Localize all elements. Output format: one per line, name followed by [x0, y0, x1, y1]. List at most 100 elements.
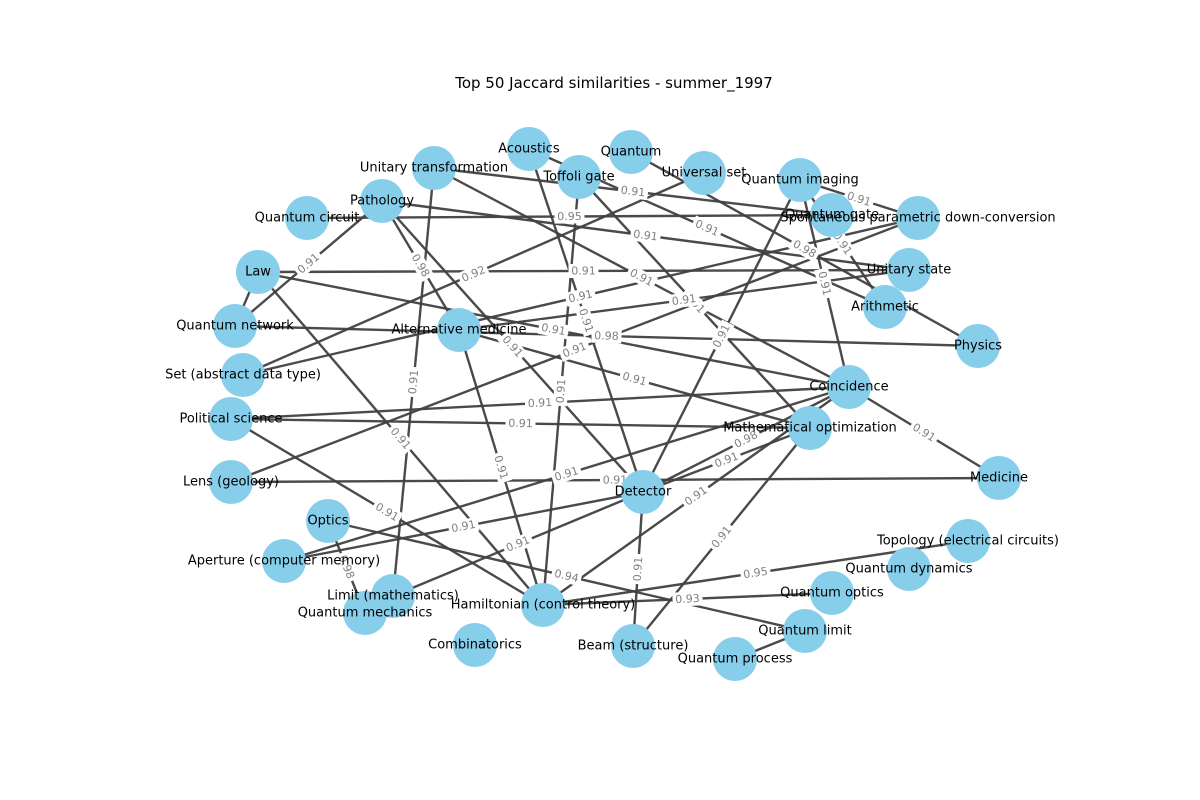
node-label-lens-geology: Lens (geology) — [183, 475, 279, 490]
edge-weight-bg — [554, 209, 585, 224]
edge-weight-label: 0.91 — [505, 416, 536, 431]
edge-weight-text: 0.91 — [815, 270, 833, 297]
edge-weight-label: 0.91 — [501, 531, 535, 557]
edge-weight-bg — [550, 565, 583, 587]
edge-weight-text: 0.95 — [557, 210, 582, 223]
edge-weight-label: 0.91 — [814, 267, 835, 300]
edge-weight-text: 0.91 — [671, 292, 697, 308]
edge-weight-label: 0.91 — [629, 226, 662, 245]
edge-weight-label: 0.91 — [524, 395, 556, 411]
chart-title: Top 50 Jaccard similarities - summer_199… — [454, 74, 773, 93]
node-quantum — [609, 130, 653, 174]
edge-weight-text: 0.91 — [508, 417, 533, 430]
node-topology-ec — [946, 519, 990, 563]
edge-weight-bg — [907, 418, 941, 447]
edge-weight-bg — [629, 226, 662, 245]
edge-weight-label: 0.91 — [599, 472, 631, 488]
node-alternative-medicine — [437, 308, 481, 352]
edge-weight-label: 0.91 — [624, 264, 659, 291]
edge-weight-text: 0.91 — [633, 227, 659, 243]
node-beam-structure — [611, 624, 655, 668]
edge-weight-bg — [706, 520, 737, 554]
edge-weight-text: 0.91 — [621, 369, 648, 388]
node-label-physics: Physics — [954, 339, 1002, 354]
edge-weight-bg — [370, 498, 404, 526]
edge-weight-text: 0.93 — [675, 592, 700, 606]
edge-weight-text: 0.95 — [742, 565, 768, 582]
edge-weight-label: 0.91 — [842, 187, 876, 211]
edge-weight-bg — [599, 472, 631, 488]
edge-weight-text: 0.98 — [594, 329, 619, 343]
node-arithmetic — [863, 285, 907, 329]
node-unitary-transformation — [412, 146, 456, 190]
edge-weight-label: 0.91 — [709, 448, 744, 472]
edge-weight-bg — [574, 304, 598, 337]
node-label-arithmetic: Arithmetic — [851, 300, 919, 315]
edge-weight-bg — [292, 248, 325, 279]
edge-weight-text: 0.91 — [567, 287, 594, 305]
node-label-detector: Detector — [615, 485, 672, 500]
edge-weight-bg — [406, 249, 435, 282]
node-label-quantum-network: Quantum network — [176, 319, 294, 334]
edge-weight-bg — [672, 591, 703, 607]
edge-weight-label: 0.91 — [708, 319, 735, 353]
node-label-topology-ec: Topology (electrical circuits) — [876, 534, 1059, 549]
node-label-quantum-optics: Quantum optics — [780, 586, 884, 601]
edge-weight-label: 0.91 — [552, 375, 570, 407]
node-quantum-mechanics — [343, 591, 387, 635]
node-spdc — [896, 196, 940, 240]
edge-weight-label: 0.91 — [447, 516, 480, 537]
edge-weight-label: 0.91 — [370, 498, 404, 526]
node-quantum-limit — [783, 609, 827, 653]
node-label-quantum: Quantum — [601, 145, 662, 160]
edge-weight-bg — [505, 416, 536, 431]
node-label-optics: Optics — [307, 514, 348, 529]
node-label-political-science: Political science — [179, 412, 282, 427]
node-quantum-process — [713, 637, 757, 681]
edge-weight-label: 0.92 — [456, 261, 491, 287]
node-label-spdc: Spontaneous parametric down-conversion — [780, 211, 1055, 226]
node-label-quantum-mechanics: Quantum mechanics — [298, 606, 433, 621]
node-label-alternative-medicine: Alternative medicine — [392, 323, 527, 338]
edge-weight-bg — [591, 328, 622, 344]
edge-weight-text: 0.94 — [553, 567, 580, 585]
node-label-medicine: Medicine — [970, 471, 1028, 486]
edge-weight-label: 0.91 — [907, 418, 941, 447]
edge-weight-bg — [618, 368, 651, 390]
edge-weight-bg — [814, 267, 835, 300]
edge-weight-bg — [456, 261, 491, 287]
node-law — [236, 250, 280, 294]
edge-weight-label: 0.91 — [690, 215, 724, 241]
node-toffoli-gate — [557, 155, 601, 199]
edge-weight-bg — [709, 448, 744, 472]
edge-weight-text: 0.91 — [527, 396, 552, 410]
node-quantum-network — [213, 304, 257, 348]
edge-weight-bg — [787, 235, 822, 263]
node-quantum-circuit — [285, 196, 329, 240]
node-political-science — [209, 397, 253, 441]
edge-weight-label: 0.91 — [568, 263, 599, 279]
nodes-layer — [209, 127, 1021, 681]
edge-weight-bg — [568, 263, 599, 279]
node-label-quantum-dynamics: Quantum dynamics — [845, 562, 972, 577]
edge-weight-label: 0.95 — [554, 209, 585, 224]
node-label-pathology: Pathology — [350, 194, 414, 209]
node-label-hamiltonian-ct: Hamiltonian (control theory) — [451, 598, 636, 613]
node-lens-geology — [209, 460, 253, 504]
edge-weight-bg — [497, 330, 528, 363]
edge-weight-text: 0.91 — [710, 322, 733, 350]
edge-weight-label: 0.91 — [550, 462, 583, 486]
edge-weight-label: 0.91 — [405, 366, 422, 398]
edge-weight-bg — [624, 264, 659, 291]
edge-weight-bg — [739, 563, 772, 583]
edge-weight-label: 0.91 — [564, 286, 597, 307]
node-label-beam-structure: Beam (structure) — [578, 639, 689, 654]
edge-weight-label: 0.91 — [489, 451, 513, 484]
edge-weight-text: 0.91 — [450, 518, 477, 535]
node-detector — [621, 470, 665, 514]
node-label-set-adt: Set (abstract data type) — [165, 368, 321, 383]
node-optics — [306, 499, 350, 543]
node-aperture — [262, 539, 306, 583]
edge-weight-text: 0.91 — [603, 473, 628, 486]
